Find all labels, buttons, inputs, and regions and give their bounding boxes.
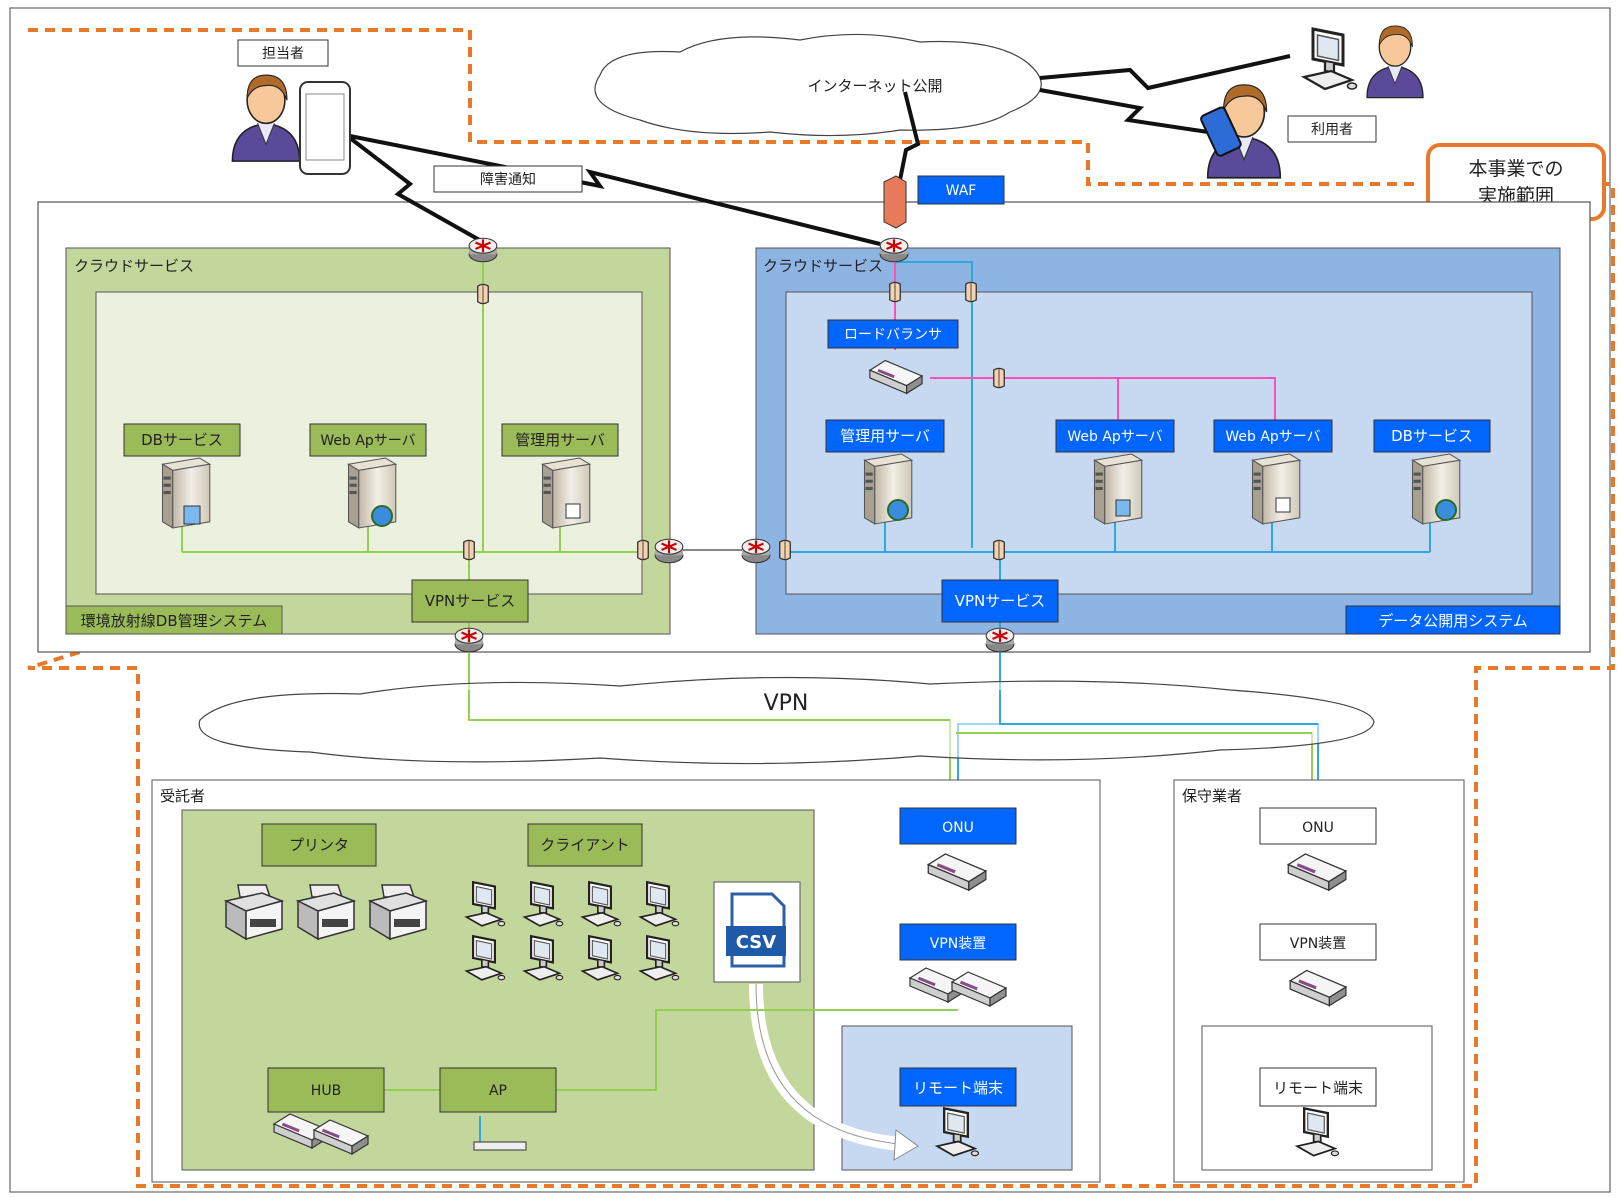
tantousha-label: 担当者	[237, 39, 329, 67]
cloud-service-label-left: クラウドサービス	[74, 257, 194, 275]
router-icon	[468, 237, 498, 263]
svg-text:リモート端末: リモート端末	[913, 1079, 1003, 1097]
svg-text:管理用サーバ: 管理用サーバ	[515, 431, 605, 449]
load-balancer-label: ロードバランサ	[844, 327, 942, 343]
mobile-phone-icon	[1200, 106, 1242, 157]
router-icon	[985, 627, 1015, 653]
monitor-icon	[1275, 497, 1291, 513]
router-icon	[454, 627, 484, 653]
globe-icon	[1435, 499, 1457, 521]
svg-text:DBサービス: DBサービス	[1391, 427, 1473, 445]
svg-text:利用者: 利用者	[1311, 122, 1353, 138]
waf-label: WAF	[946, 183, 977, 199]
svg-text:リモート端末: リモート端末	[1273, 1079, 1363, 1097]
printer-label: プリンタ	[289, 836, 349, 854]
jutakusha-label: 受託者	[160, 787, 205, 805]
access-point: AP	[439, 1009, 958, 1151]
vpn-service-left: VPNサービス	[411, 579, 529, 623]
right-webap-server-1: Web Apサーバ	[1055, 419, 1175, 525]
web-server-icon	[1251, 453, 1301, 525]
database-icon	[183, 505, 201, 525]
firewall-icon	[992, 539, 1006, 561]
riyousha-users	[1200, 25, 1424, 179]
svg-text:VPNサービス: VPNサービス	[425, 592, 516, 610]
hub-label: HUB	[311, 1083, 341, 1099]
tantousha-person	[231, 74, 351, 175]
firewall-icon	[778, 539, 792, 561]
riyousha-label: 利用者	[1287, 115, 1377, 143]
ap-label: AP	[489, 1083, 507, 1099]
vpn-service-right: VPNサービス	[941, 579, 1059, 623]
vpn-souchi-b: VPN装置	[1259, 923, 1377, 1007]
vpn-overlay-lines	[468, 690, 1318, 734]
svg-text:VPN装置: VPN装置	[930, 936, 987, 952]
onu-b: ONU	[1259, 807, 1377, 891]
router-icon	[879, 237, 909, 263]
scope-label-box: 本事業での 実施範囲	[1426, 143, 1606, 221]
router-icon	[654, 538, 684, 564]
svg-text:Web Apサーバ: Web Apサーバ	[1067, 429, 1162, 445]
hoshu-label: 保守業者	[1182, 787, 1242, 805]
right-webap-server-2: Web Apサーバ	[1213, 419, 1333, 525]
svg-text:ONU: ONU	[1302, 820, 1334, 836]
lightning-bolts	[348, 54, 1291, 246]
router-icon	[741, 538, 771, 564]
firewall-icon	[636, 539, 650, 561]
shougai-label: 障害通知	[433, 165, 583, 193]
vpn-souchi-a: VPN装置	[899, 923, 1017, 1007]
hub: HUB	[267, 1067, 440, 1155]
svg-text:管理用サーバ: 管理用サーバ	[840, 427, 930, 445]
svg-text:障害通知: 障害通知	[480, 171, 536, 188]
left-webap-server: Web Apサーバ	[309, 423, 427, 529]
client-label: クライアント	[540, 836, 629, 854]
remote-terminal-b: リモート端末	[1259, 1067, 1377, 1157]
system-label-right: データ公開用システム	[1378, 612, 1528, 630]
left-kanri-server: 管理用サーバ	[501, 423, 619, 529]
firewall-icon	[476, 283, 490, 305]
internet-cloud: インターネット公開	[594, 33, 1042, 137]
firewall-icon	[883, 175, 907, 229]
printer-group: プリンタ	[225, 823, 427, 940]
firewall-icon	[888, 281, 902, 303]
waf: WAF	[883, 175, 1005, 229]
globe-icon	[371, 505, 393, 527]
svg-text:Web Apサーバ: Web Apサーバ	[1225, 429, 1320, 445]
svg-text:VPNサービス: VPNサービス	[955, 592, 1046, 610]
wifi-router-icon	[473, 1116, 527, 1151]
outer-frame	[9, 7, 1611, 1193]
remote-terminal-a: リモート端末	[899, 1067, 1017, 1157]
load-balancer: ロードバランサ	[827, 319, 959, 394]
left-db-service: DBサービス	[123, 423, 241, 529]
svg-text:Web Apサーバ: Web Apサーバ	[320, 433, 415, 449]
scope-label-line1: 本事業での	[1468, 158, 1563, 180]
right-kanri-server: 管理用サーバ	[825, 419, 945, 525]
monitor-icon	[565, 503, 581, 519]
cloud-service-label-right: クラウドサービス	[763, 257, 883, 275]
right-db-service: DBサービス	[1373, 419, 1491, 525]
onu-a: ONU	[899, 807, 1017, 891]
svg-text:DBサービス: DBサービス	[141, 431, 223, 449]
client-group: クライアント	[465, 823, 680, 981]
vpn-cloud-label: VPN	[764, 691, 809, 716]
system-label-left: 環境放射線DB管理システム	[81, 612, 267, 630]
firewall-icon	[964, 281, 978, 303]
firewall-icon	[462, 539, 476, 561]
svg-text:VPN装置: VPN装置	[1290, 936, 1347, 952]
svg-text:ONU: ONU	[942, 820, 974, 836]
csv-label: CSV	[736, 932, 777, 953]
svg-text:担当者: 担当者	[262, 46, 304, 62]
internet-label: インターネット公開	[807, 77, 942, 95]
database-icon	[1115, 499, 1131, 517]
scope-boundary	[27, 28, 1615, 1188]
globe-icon	[887, 499, 909, 521]
firewall-icon	[992, 367, 1006, 389]
csv-file: CSV	[713, 881, 919, 1161]
